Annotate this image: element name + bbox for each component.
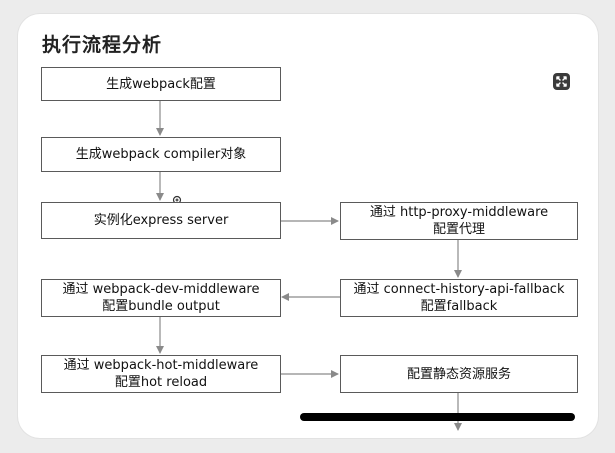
step-label: 实例化express server	[93, 213, 229, 228]
step-generate-compiler: 生成webpack compiler对象	[41, 137, 281, 172]
step-label-line2: 配置fallback	[420, 299, 498, 314]
step-instantiate-express: 实例化express server	[41, 202, 281, 239]
step-generate-webpack-config: 生成webpack配置	[41, 67, 281, 101]
step-label-line2: 配置hot reload	[114, 375, 208, 390]
step-label-line1: 通过 webpack-hot-middleware	[63, 358, 259, 373]
step-label-line2: 配置bundle output	[102, 299, 220, 314]
expand-icon	[556, 76, 567, 87]
step-http-proxy: 通过 http-proxy-middleware 配置代理	[340, 202, 578, 240]
step-history-fallback: 通过 connect-history-api-fallback 配置fallba…	[340, 279, 578, 317]
step-label: 配置静态资源服务	[406, 366, 511, 382]
page-title: 执行流程分析	[42, 34, 163, 56]
step-label-line2: 配置代理	[432, 222, 485, 237]
horizontal-scrollbar[interactable]	[300, 413, 575, 421]
step-label-line1: 通过 connect-history-api-fallback	[353, 282, 565, 297]
expand-button[interactable]	[553, 73, 570, 90]
step-hot-middleware: 通过 webpack-hot-middleware 配置hot reload	[41, 355, 281, 393]
step-dev-middleware: 通过 webpack-dev-middleware 配置bundle outpu…	[41, 279, 281, 317]
step-label: 生成webpack配置	[106, 76, 216, 92]
step-label-line1: 通过 http-proxy-middleware	[369, 205, 549, 220]
step-static-serve: 配置静态资源服务	[340, 355, 578, 393]
step-label-line1: 通过 webpack-dev-middleware	[62, 282, 260, 297]
step-label: 生成webpack compiler对象	[75, 147, 247, 162]
